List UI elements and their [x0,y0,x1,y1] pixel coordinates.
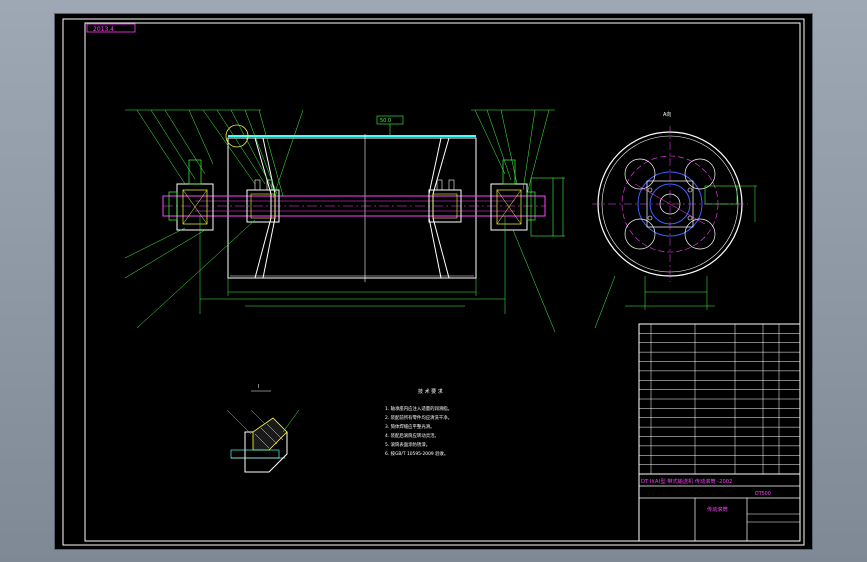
notes-line: 4. 装配后滚筒应转动灵活。 [385,432,439,439]
title-block-code: DT500 [755,491,771,497]
title-block: DT II(A)型 带式输送机 传动滚筒 -2002 DT500 传动滚筒 [638,473,801,542]
drawing-sheet[interactable]: 2013.4 [55,14,812,549]
corner-tag-text: 2013.4 [93,26,114,33]
corner-tag-box [86,23,136,33]
notes-line: 5. 滚筒表面涂防锈漆。 [385,441,430,448]
hub-right [428,189,462,223]
detail-view: I [226,384,300,473]
section-label: I [258,384,259,390]
title-block-title: DT II(A)型 带式输送机 传动滚筒 -2002 [641,477,732,485]
callout-label: 50.0 [380,118,391,124]
notes-line: 2. 装配前所有零件均应清洗干净。 [385,414,452,421]
parts-list-table [638,323,801,475]
inner-border [84,22,801,542]
notes-line: 1. 轴承座内应注入适量的润滑脂。 [385,405,452,412]
drawing-canvas: 2013.4 [62,18,805,546]
view-label: A向 [663,111,671,118]
shaft [162,195,546,217]
detail-marker [225,124,249,148]
notes-heading: 技 术 要 求 [418,388,443,395]
notes-line: 6. 按GB/T 10595-2009 验收。 [385,450,448,457]
hub-left [246,189,280,223]
end-view-flange [637,171,703,237]
title-block-name: 传动滚筒 [707,505,728,513]
technical-notes: 技 术 要 求 1. 轴承座内应注入适量的润滑脂。 2. 装配前所有零件均应清洗… [385,388,452,457]
drum-shell [227,137,477,279]
outer-border [62,18,805,546]
end-view: A向 [592,111,757,310]
side-view: 50.0 [124,109,616,333]
notes-line: 3. 筒体焊缝应平整光滑。 [385,423,435,430]
